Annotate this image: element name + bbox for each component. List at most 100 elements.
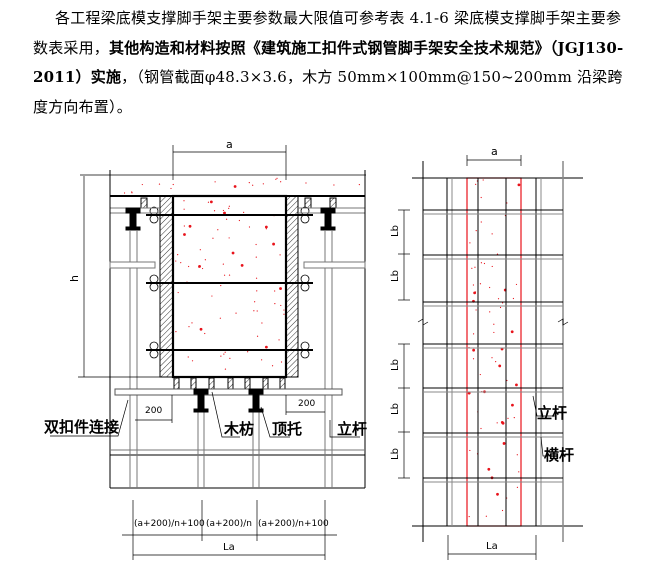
concrete-dot xyxy=(256,290,258,292)
concrete-dot xyxy=(255,277,258,279)
concrete-dot xyxy=(479,283,482,285)
concrete-dot xyxy=(199,249,201,251)
elev-dim-La-label: La xyxy=(486,541,498,552)
concrete-dot xyxy=(283,309,285,311)
concrete-dot xyxy=(228,274,231,276)
concrete-dot xyxy=(472,358,475,360)
concrete-dot xyxy=(217,229,219,231)
concrete-dot xyxy=(497,298,500,300)
concrete-dot xyxy=(222,263,224,265)
concrete-dot xyxy=(274,303,276,305)
concrete-dot xyxy=(264,225,268,229)
concrete-dot xyxy=(256,310,258,312)
concrete-dot xyxy=(255,256,257,258)
side-formwork-left xyxy=(159,195,174,378)
concrete-dot xyxy=(255,243,257,246)
concrete-dot xyxy=(228,205,230,207)
concrete-dot xyxy=(496,422,498,424)
concrete-dot xyxy=(493,331,495,334)
concrete-dot xyxy=(222,209,225,212)
paragraph-text-2: ，（钢管截面φ48.3×3.6，木方 50mm×100mm@150~200mm … xyxy=(33,68,623,116)
concrete-dot xyxy=(209,200,213,204)
concrete-dot xyxy=(491,265,493,268)
concrete-dot xyxy=(280,361,283,363)
concrete-dot xyxy=(272,242,275,246)
concrete-dot xyxy=(510,330,514,334)
concrete-dot xyxy=(517,183,521,187)
concrete-dot xyxy=(158,183,161,185)
concrete-dot xyxy=(228,207,230,210)
concrete-dot xyxy=(511,403,514,407)
concrete-dot xyxy=(469,449,471,452)
concrete-dot xyxy=(183,200,185,202)
dim-Lb-label: Lb xyxy=(390,359,401,371)
concrete-dot xyxy=(228,237,230,239)
beam-elevation xyxy=(466,177,522,527)
concrete-dot xyxy=(265,228,267,230)
concrete-dot xyxy=(474,291,477,293)
concrete-dot xyxy=(501,302,504,304)
concrete-dot xyxy=(491,357,493,359)
concrete-dot xyxy=(264,345,268,349)
concrete-dot xyxy=(172,183,174,186)
concrete-dot xyxy=(358,183,360,186)
concrete-dot xyxy=(489,311,491,313)
concrete-dot xyxy=(248,226,251,228)
concrete-dot xyxy=(204,332,206,335)
concrete-dot xyxy=(469,242,471,244)
concrete-dot xyxy=(224,368,227,370)
concrete-dot xyxy=(495,361,497,363)
concrete-dot xyxy=(240,263,244,267)
dim-200-right: 200 xyxy=(298,399,315,409)
concrete-dot xyxy=(475,230,477,232)
concrete-dot xyxy=(506,379,508,382)
elev-pole-label: 立杆 xyxy=(537,404,567,422)
paragraph-text: 各工程梁底模支撑脚手架主要参数最大限值可参考表 4.1-6 梁底模支撑脚手架主要… xyxy=(33,9,622,57)
concrete-dot xyxy=(491,233,493,235)
concrete-dot xyxy=(472,284,475,286)
dim-span-2: (a+200)/n xyxy=(206,519,252,529)
dim-span-1: (a+200)/n+100 xyxy=(134,519,205,529)
concrete-dot xyxy=(480,427,482,430)
concrete-dot xyxy=(485,515,487,517)
paragraph-bold-text: 其他构造和材料按照《建筑施工扣件式钢管脚手架安全技术规范》（JGJ130-201… xyxy=(33,38,624,87)
concrete-dot xyxy=(219,317,221,319)
concrete-dot xyxy=(280,304,282,307)
concrete-dot xyxy=(489,286,491,289)
concrete-dot xyxy=(471,267,473,269)
concrete-dot xyxy=(201,267,204,270)
concrete-dot xyxy=(512,297,515,300)
concrete-dot xyxy=(496,253,499,255)
concrete-dot xyxy=(170,187,172,190)
concrete-dot xyxy=(475,309,477,311)
concrete-dot xyxy=(480,262,483,264)
concrete-dot xyxy=(233,185,237,188)
concrete-dot xyxy=(468,515,470,518)
concrete-dot xyxy=(188,265,190,268)
concrete-dot xyxy=(333,184,335,186)
dim-Lb-label: Lb xyxy=(390,270,401,282)
concrete-dot xyxy=(493,323,495,325)
concrete-dot xyxy=(211,295,213,297)
concrete-dot xyxy=(475,183,477,185)
concrete-dot xyxy=(212,237,214,239)
concrete-dot xyxy=(487,467,491,471)
concrete-dot xyxy=(177,291,179,294)
concrete-dot xyxy=(252,184,254,186)
concrete-dot xyxy=(223,353,225,355)
concrete-dot xyxy=(515,383,518,387)
concrete-dot xyxy=(516,454,518,456)
concrete-dot xyxy=(516,486,519,488)
concrete-dot xyxy=(276,177,278,179)
concrete-dot xyxy=(472,333,475,335)
concrete-dot xyxy=(191,360,194,362)
concrete-dot xyxy=(222,212,225,214)
concrete-dot xyxy=(207,201,210,203)
concrete-dot xyxy=(283,313,285,315)
concrete-dot xyxy=(175,260,177,262)
dim-a-label: a xyxy=(226,138,233,151)
concrete-dot xyxy=(305,182,307,184)
concrete-dot xyxy=(280,181,282,183)
concrete-dot xyxy=(199,327,203,331)
concrete-dot xyxy=(131,192,133,194)
